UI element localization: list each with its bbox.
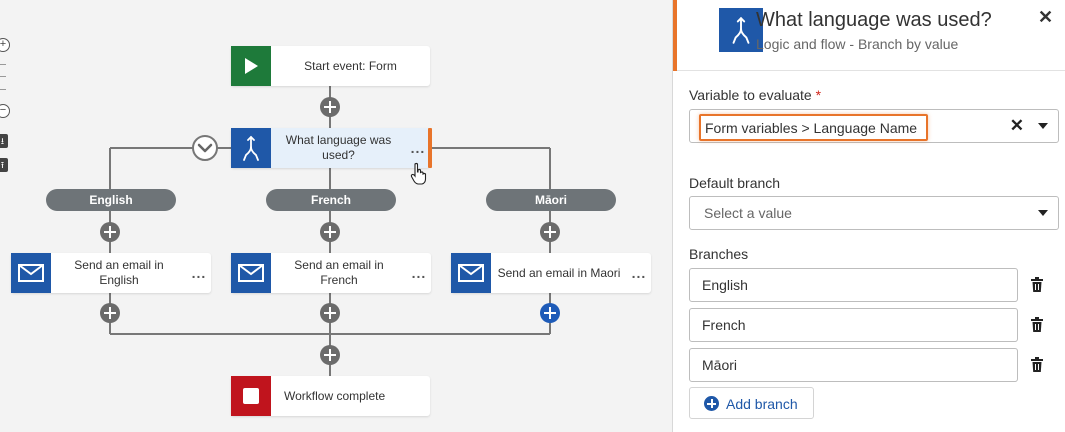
default-branch-select[interactable]: Select a value <box>689 196 1059 230</box>
default-branch-placeholder: Select a value <box>704 205 792 221</box>
collapse-toggle[interactable] <box>192 135 218 161</box>
add-branch-label: Add branch <box>726 396 798 412</box>
field-label-text: Variable to evaluate <box>689 87 812 103</box>
branches-label: Branches <box>689 246 749 262</box>
workflow-complete-node[interactable]: Workflow complete <box>231 376 430 416</box>
zoom-slider-tick <box>0 64 6 65</box>
variable-to-evaluate-label: Variable to evaluate * <box>689 87 821 103</box>
play-icon <box>231 46 271 86</box>
selection-accent <box>428 128 432 168</box>
branch-value-text: English <box>702 277 748 293</box>
add-step-button[interactable] <box>540 222 560 242</box>
more-options-button[interactable]: ... <box>631 265 647 281</box>
send-email-french-node[interactable]: Send an email in French ... <box>231 253 431 293</box>
send-email-english-node[interactable]: Send an email in English ... <box>11 253 211 293</box>
add-step-button[interactable] <box>100 222 120 242</box>
add-step-button[interactable] <box>320 345 340 365</box>
panel-title: What language was used? <box>756 9 992 31</box>
trash-icon[interactable] <box>1030 357 1044 373</box>
variable-select[interactable]: Form variables > Language Name ✕ <box>689 109 1059 143</box>
add-step-button[interactable] <box>320 303 340 323</box>
workflow-complete-label: Workflow complete <box>284 388 386 403</box>
more-options-button[interactable]: ... <box>411 265 427 281</box>
envelope-icon <box>231 253 271 293</box>
branch-split-icon <box>231 128 271 168</box>
branch-by-value-node[interactable]: What language was used? ... <box>231 128 432 168</box>
zoom-in-button[interactable]: + <box>0 38 10 52</box>
add-step-button[interactable] <box>100 303 120 323</box>
chevron-down-icon <box>197 143 213 153</box>
branch-value-text: Māori <box>702 357 738 373</box>
zoom-slider-tick <box>0 89 6 90</box>
branch-pill-french[interactable]: French <box>266 189 396 211</box>
trash-icon[interactable] <box>1030 277 1044 293</box>
add-step-button-hover[interactable] <box>540 303 560 323</box>
zoom-slider-tick <box>0 76 6 77</box>
action-label: Send an email in English <box>74 258 164 287</box>
start-event-node[interactable]: Start event: Form <box>231 46 430 86</box>
workflow-canvas[interactable]: + − ⭳ ⭱ Start event: Form <box>0 0 672 432</box>
more-options-button[interactable]: ... <box>191 265 207 281</box>
variable-select-value: Form variables > Language Name <box>705 120 918 136</box>
panel-subtitle: Logic and flow - Branch by value <box>756 36 959 52</box>
branch-pill-maori[interactable]: Māori <box>486 189 616 211</box>
add-step-button[interactable] <box>320 222 340 242</box>
header-accent-bar <box>673 0 677 71</box>
trash-icon[interactable] <box>1030 317 1044 333</box>
download-icon[interactable]: ⭳ <box>0 134 8 148</box>
plus-circle-icon <box>704 396 719 411</box>
envelope-icon <box>451 253 491 293</box>
send-email-maori-node[interactable]: Send an email in Maori ... <box>451 253 651 293</box>
close-icon[interactable]: ✕ <box>1038 7 1054 27</box>
hand-pointer-icon <box>410 162 428 191</box>
branch-value-input[interactable]: French <box>689 308 1018 342</box>
add-branch-button[interactable]: Add branch <box>689 387 814 419</box>
stop-icon <box>231 376 271 416</box>
chevron-down-icon[interactable] <box>1038 210 1048 216</box>
highlighted-selection: Form variables > Language Name <box>699 114 928 141</box>
required-indicator: * <box>815 87 822 103</box>
add-step-button[interactable] <box>320 97 340 117</box>
branch-node-label: What language was used? <box>285 133 392 162</box>
more-options-button[interactable]: ... <box>410 140 426 156</box>
panel-header: What language was used? Logic and flow -… <box>673 0 1065 71</box>
zoom-out-button[interactable]: − <box>0 104 10 118</box>
envelope-icon <box>11 253 51 293</box>
default-branch-label: Default branch <box>689 175 781 191</box>
branch-value-text: French <box>702 317 746 333</box>
action-label: Send an email in Maori <box>497 265 621 280</box>
chevron-down-icon[interactable] <box>1038 123 1048 129</box>
branch-value-input[interactable]: English <box>689 268 1018 302</box>
clear-icon[interactable]: ✕ <box>1009 116 1024 135</box>
upload-icon[interactable]: ⭱ <box>0 158 8 172</box>
branch-split-icon <box>719 8 763 52</box>
branch-pill-english[interactable]: English <box>46 189 176 211</box>
action-label: Send an email in French <box>294 258 384 287</box>
branch-value-input[interactable]: Māori <box>689 348 1018 382</box>
start-event-label: Start event: Form <box>304 58 397 73</box>
step-configuration-panel: What language was used? Logic and flow -… <box>672 0 1065 432</box>
